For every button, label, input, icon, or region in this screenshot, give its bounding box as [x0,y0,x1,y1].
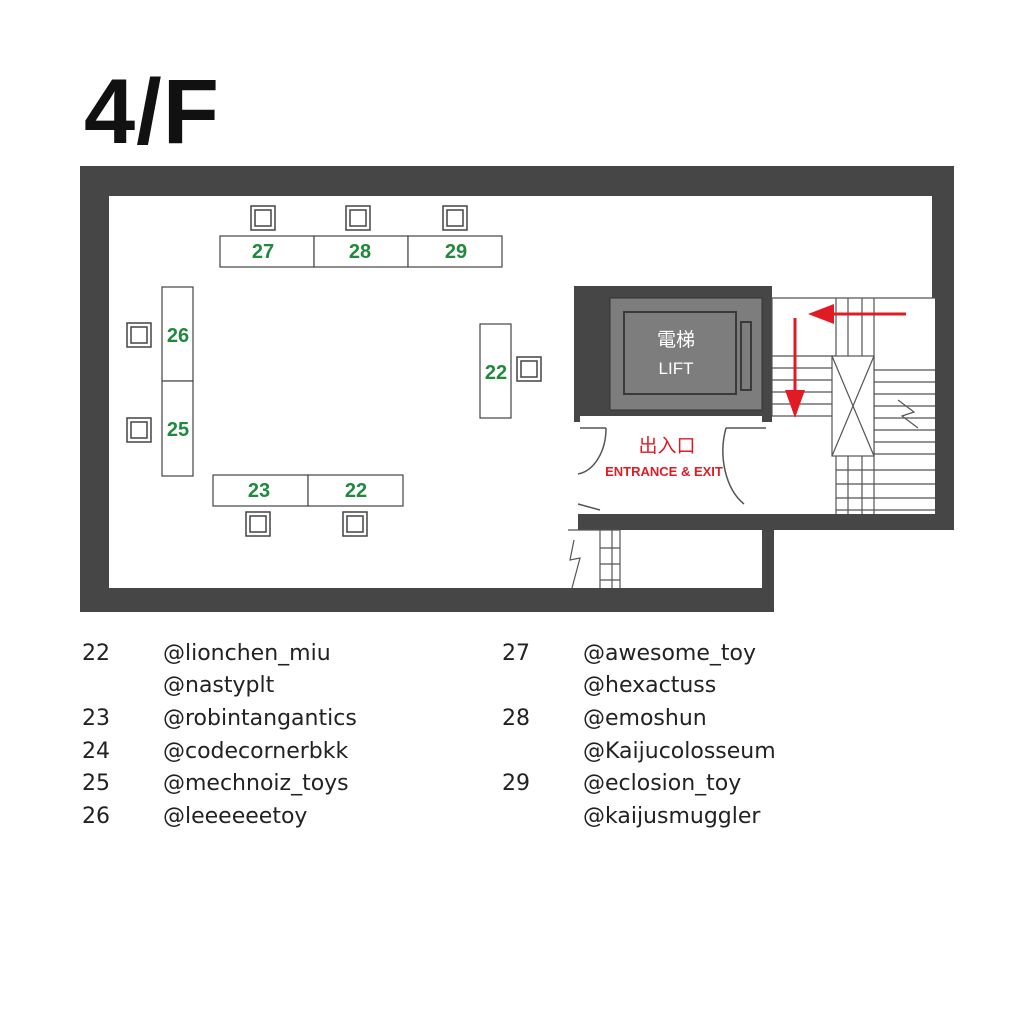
legend-handle: @mechnoiz_toys [163,771,349,797]
booth-22-table [307,474,404,507]
legend-row: @nastyplt [82,670,357,703]
booth-tables [161,235,512,507]
legend-handle: @kaijusmuggler [583,803,761,829]
floor-title: 4/F [84,61,220,163]
entrance-label-en: ENTRANCE & EXIT [605,464,723,479]
legend-handle: @lionchen_miu [163,640,331,666]
legend-row: 25 @mechnoiz_toys [82,767,357,800]
elevator-label-zh: 電梯 [657,329,695,351]
elevator-label-en: LIFT [659,359,694,378]
legend-booth-number: 25 [82,771,110,797]
booth-26-table [219,235,315,268]
legend-booth-number: 24 [82,738,110,764]
legend-row: 28 @emoshun [502,702,776,735]
legend-row: 26 @leeeeeetoy [82,800,357,833]
legend-row: 29 @eclosion_toy [502,767,776,800]
legend-row: 27 @awesome_toy [502,637,776,670]
booth-24-table [161,380,194,477]
legend-row: 24 @codecornerbkk [82,735,357,768]
booth-23-table [212,474,309,507]
legend-handle: @awesome_toy [583,640,757,666]
legend-handle: @eclosion_toy [583,771,742,797]
legend-booth-number: 23 [82,705,110,731]
legend-booth-number: 22 [82,640,110,666]
entrance-label-zh: 出入口 [638,435,695,457]
booth-number: 22 [345,480,367,502]
booth-number: 27 [252,241,274,263]
legend-handle: @leeeeeetoy [163,803,308,829]
booth-number: 28 [349,241,371,263]
staircase [568,297,935,589]
legend-handle: @hexactuss [583,673,717,699]
booth-number: 23 [248,480,270,502]
legend-row: 22 @lionchen_miu [82,637,357,670]
floor-plan: 電梯 LIFT 出入口 ENTRANCE & EXIT [80,166,954,612]
booth-29-table [479,323,512,419]
legend-booth-number: 28 [502,705,530,731]
legend-row: @hexactuss [502,670,776,703]
legend-handle: @robintangantics [163,705,357,731]
outer-walls [80,166,954,612]
legend-handle: @codecornerbkk [163,738,349,764]
elevator-shaft: 電梯 LIFT [574,286,772,422]
booth-number: 29 [445,241,467,263]
legend-handle: @emoshun [583,705,707,731]
booth-28-table [407,235,503,268]
legend-booth-number: 27 [502,640,530,666]
booth-number: 25 [167,419,189,441]
legend-row: 23 @robintangantics [82,702,357,735]
legend-handle: @nastyplt [163,673,275,699]
legend-handle: @Kaijucolosseum [583,738,776,764]
legend-right: 27 @awesome_toy @hexactuss 28 @emoshun @Ka… [502,637,776,833]
legend-booth-number: 29 [502,771,530,797]
entrance-doors [577,427,766,511]
chairs [126,205,542,537]
booth-number: 26 [167,325,189,347]
booth-number: 22 [485,362,507,384]
legend-booth-number: 26 [82,803,110,829]
exit-arrows [785,304,906,418]
legend-row: @Kaijucolosseum [502,735,776,768]
booth-25-table [161,286,194,382]
booth-27-table [313,235,409,268]
legend-row: @kaijusmuggler [502,800,776,833]
legend-left: 22 @lionchen_miu @nastyplt 23 @robintangan… [82,637,357,833]
booth-numbers: 27 28 29 26 25 22 23 22 [167,241,507,502]
